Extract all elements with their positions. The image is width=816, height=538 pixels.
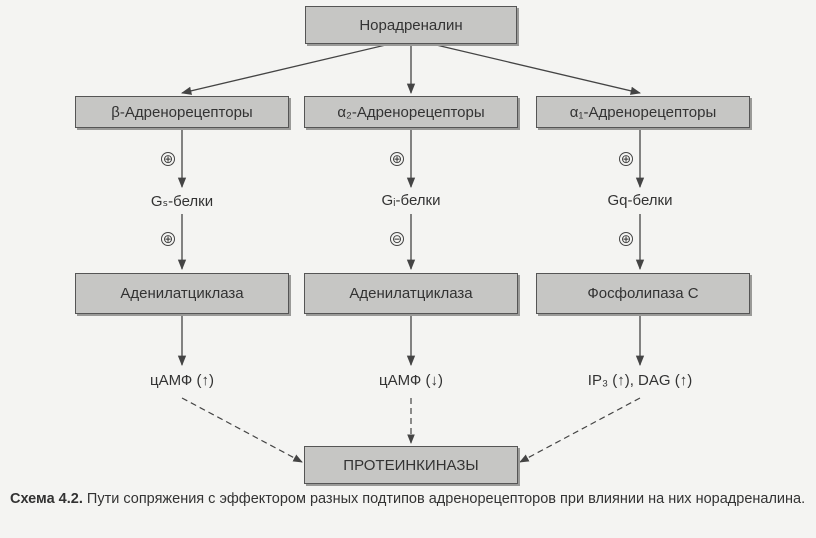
effector-box-plc: Фосфолипаза С bbox=[536, 273, 750, 314]
receptor-box-alpha2: α₂-Адренорецепторы bbox=[304, 96, 518, 128]
messenger-label-camp-up: цАМФ (↑) bbox=[150, 372, 214, 389]
protein-kinases-label: ПРОТЕИНКИНАЗЫ bbox=[343, 456, 479, 474]
receptor-label-alpha1: α₁-Адренорецепторы bbox=[569, 103, 717, 121]
noradrenaline-box: Норадреналин bbox=[305, 6, 517, 44]
arrow-top-to-beta bbox=[180, 43, 391, 95]
receptor-box-beta: β-Адренорецепторы bbox=[75, 96, 289, 128]
noradrenaline-label: Норадреналин bbox=[359, 16, 463, 34]
gprotein-label-gq: Gq-белки bbox=[607, 192, 673, 209]
effector-label-ac-2: Аденилатциклаза bbox=[349, 285, 473, 302]
effector-label-ac-1: Аденилатциклаза bbox=[120, 285, 244, 302]
gprotein-label-gs: Gₛ-белки bbox=[150, 193, 214, 210]
receptor-label-alpha2: α₂-Адренорецепторы bbox=[337, 103, 485, 121]
sign-upper-beta: ⊕ bbox=[161, 152, 175, 166]
effector-box-ac-2: Аденилатциклаза bbox=[304, 273, 518, 314]
receptor-label-beta: β-Адренорецепторы bbox=[111, 103, 253, 121]
messenger-label-camp-down: цАМФ (↓) bbox=[379, 372, 443, 389]
sign-lower-alpha2: ⊖ bbox=[390, 232, 404, 246]
sign-upper-alpha1: ⊕ bbox=[619, 152, 633, 166]
effector-box-ac-1: Аденилатциклаза bbox=[75, 273, 289, 314]
dashed-arrow-right bbox=[519, 397, 641, 463]
messenger-label-ip3-dag: IP₃ (↑), DAG (↑) bbox=[587, 372, 693, 389]
effector-label-plc: Фосфолипаза С bbox=[587, 285, 699, 302]
arrow-top-to-alpha1 bbox=[431, 43, 642, 95]
protein-kinases-box: ПРОТЕИНКИНАЗЫ bbox=[304, 446, 518, 484]
sign-lower-beta: ⊕ bbox=[161, 232, 175, 246]
sign-lower-alpha1: ⊕ bbox=[619, 232, 633, 246]
sign-upper-alpha2: ⊕ bbox=[390, 152, 404, 166]
receptor-box-alpha1: α₁-Адренорецепторы bbox=[536, 96, 750, 128]
dashed-arrow-left bbox=[181, 397, 303, 463]
figure-caption: Схема 4.2. Пути сопряжения с эффектором … bbox=[10, 489, 810, 509]
caption-text: Пути сопряжения с эффектором разных подт… bbox=[86, 491, 806, 507]
gprotein-label-gi: Gᵢ-белки bbox=[381, 192, 441, 209]
caption-number: Схема 4.2. bbox=[10, 491, 83, 507]
